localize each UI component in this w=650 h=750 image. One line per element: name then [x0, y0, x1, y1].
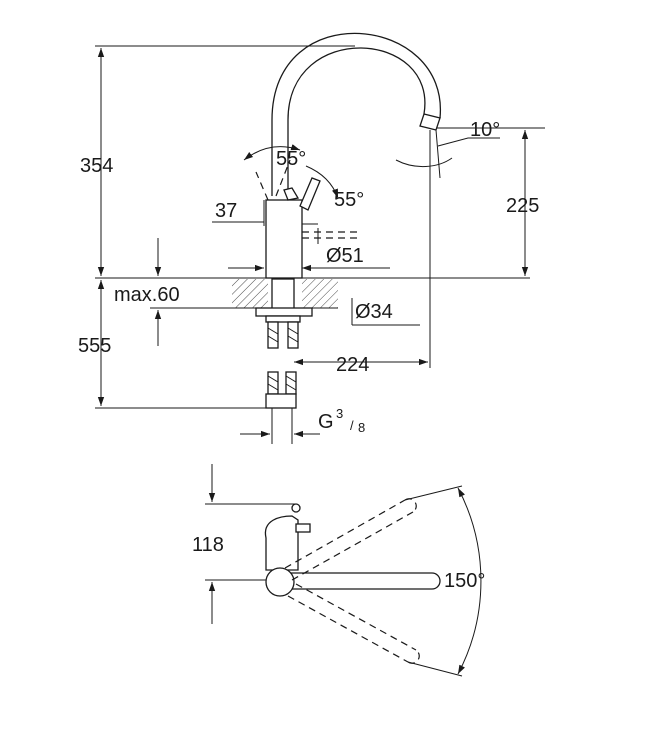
- mounting-shank: [271, 278, 295, 310]
- swivel-lower-tip: [407, 649, 420, 664]
- top-view-lever: [295, 523, 311, 533]
- thread-label-g: G: [318, 411, 334, 433]
- mixer-body: [265, 199, 303, 279]
- hose-braid-lower: [267, 375, 297, 391]
- thread-label-numerator: 3: [336, 406, 343, 421]
- spout-tip: [419, 113, 441, 131]
- thread-label-denominator: 8: [358, 420, 365, 435]
- lever-hub: [283, 187, 300, 201]
- swivel-lower-extension: [407, 661, 463, 677]
- top-view-base: [265, 567, 295, 597]
- swivel-angle-arc: [457, 487, 482, 675]
- spout-tip-angle-line: [435, 129, 441, 179]
- mounting-washer: [265, 315, 301, 323]
- top-view-lever-knob: [291, 503, 301, 513]
- swivel-lower-line-2: [295, 583, 417, 651]
- countertop-hatch-right: [302, 279, 338, 308]
- lever-back-angle-arc: [243, 144, 301, 161]
- below-counter-label: 555: [78, 335, 111, 357]
- total-height-label: 354: [80, 155, 113, 177]
- swivel-upper-extension: [404, 485, 463, 501]
- offset-label: 118: [192, 534, 224, 556]
- swivel-lower-line-1: [287, 595, 409, 663]
- hose-right-upper: [287, 321, 299, 349]
- lever-offset-label: 37: [215, 200, 237, 222]
- spout-tip-angle-label: 10°: [470, 119, 500, 141]
- swivel-angle-label: 150°: [444, 570, 485, 592]
- hose-braid-upper: [267, 327, 299, 343]
- hole-diameter-label: Ø34: [355, 301, 393, 323]
- spout-reach-label: 224: [336, 354, 369, 376]
- top-view-body: [264, 515, 299, 571]
- max-thickness-label: max.60: [114, 284, 180, 306]
- countertop-hatch-left: [232, 279, 268, 308]
- lever-front-angle-arc: [305, 165, 339, 199]
- swivel-upper-line-2: [291, 511, 414, 581]
- hose-right-lower: [285, 371, 297, 395]
- spout-tip-angle-leader: [437, 137, 500, 147]
- lever-back-position: [255, 171, 269, 201]
- hose-left-lower: [267, 371, 279, 395]
- spout-height-label: 225: [506, 195, 539, 217]
- side-view: 354 225 555 max.60 37 Ø51 Ø34 224: [78, 32, 545, 444]
- spout-inner: [287, 47, 426, 198]
- swivel-upper-line-1: [284, 499, 406, 569]
- hose-connector: [265, 393, 297, 409]
- hose-left-upper: [267, 321, 279, 349]
- spout-outer: [271, 32, 441, 196]
- lever-front-angle-label: 55°: [334, 189, 364, 211]
- top-view-spout: [271, 572, 441, 590]
- swivel-upper-tip: [404, 498, 417, 513]
- spout-tip-angle-arc: [395, 157, 453, 167]
- mounting-nut: [255, 307, 313, 317]
- lever-back-angle-label: 55°: [276, 148, 306, 170]
- body-diameter-label: Ø51: [326, 245, 364, 267]
- thread-label-slash: /: [350, 418, 354, 433]
- top-view: 118 150°: [192, 464, 485, 677]
- lever-handle: [299, 177, 321, 211]
- lever-up-position: [275, 159, 291, 197]
